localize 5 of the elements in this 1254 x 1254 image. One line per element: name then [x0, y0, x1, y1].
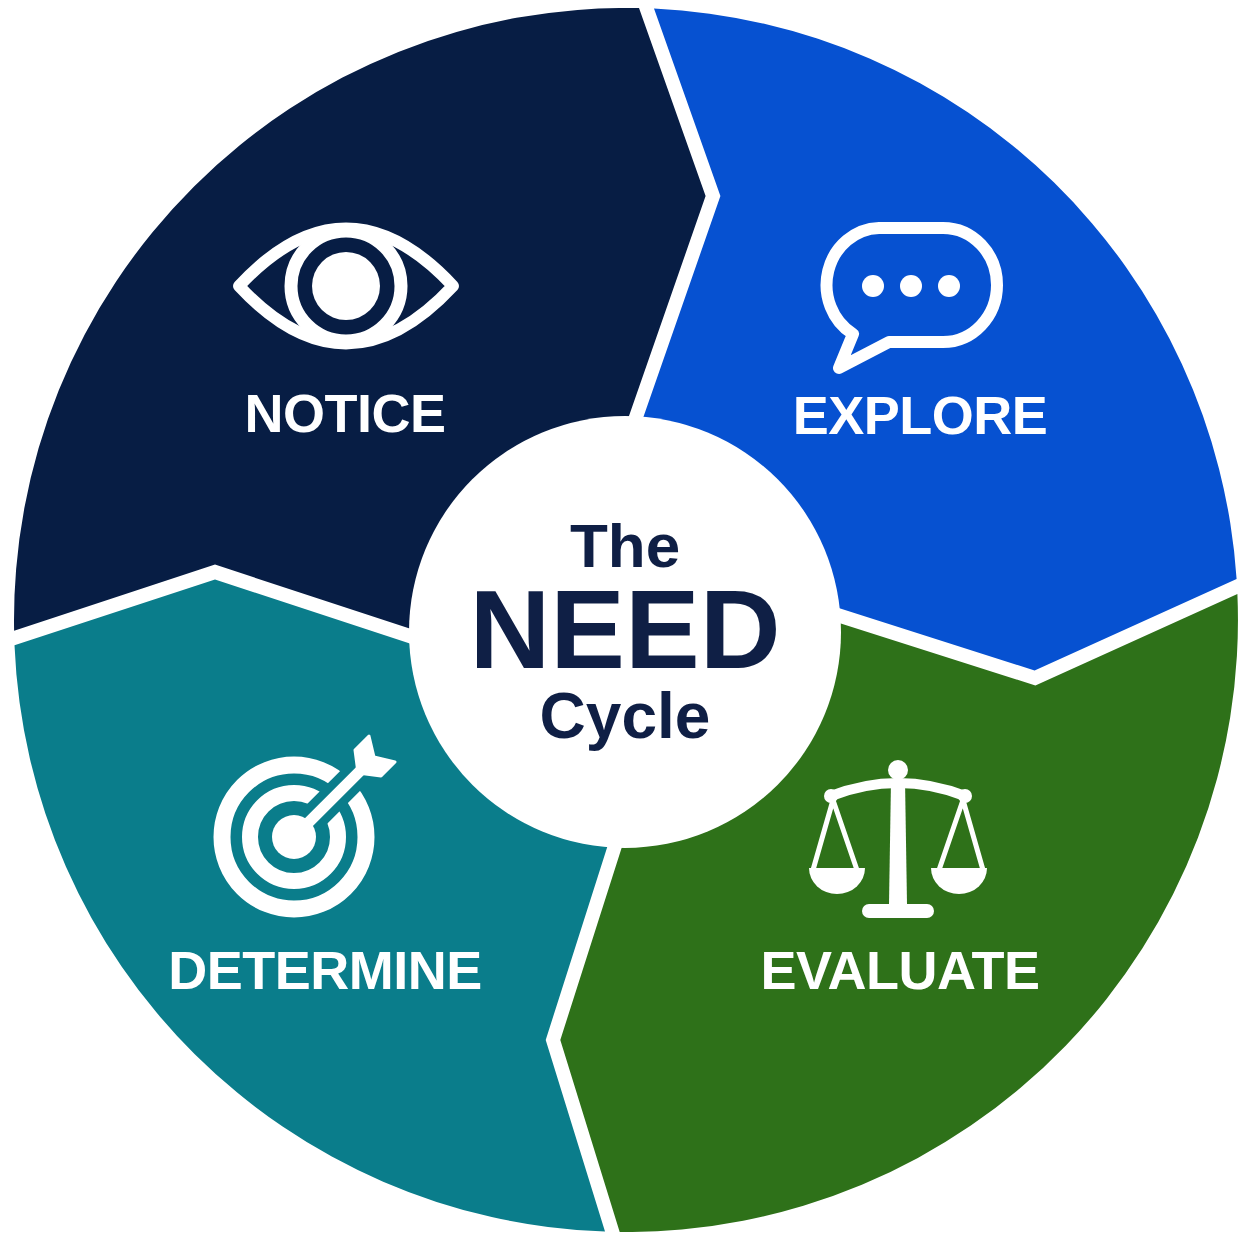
- stage-label: DETERMINE: [168, 943, 482, 997]
- stage-label: EVALUATE: [760, 943, 1040, 997]
- cycle-title: The NEED Cycle: [469, 512, 781, 752]
- stage-label: EXPLORE: [792, 388, 1048, 442]
- stage-label: NOTICE: [244, 386, 446, 440]
